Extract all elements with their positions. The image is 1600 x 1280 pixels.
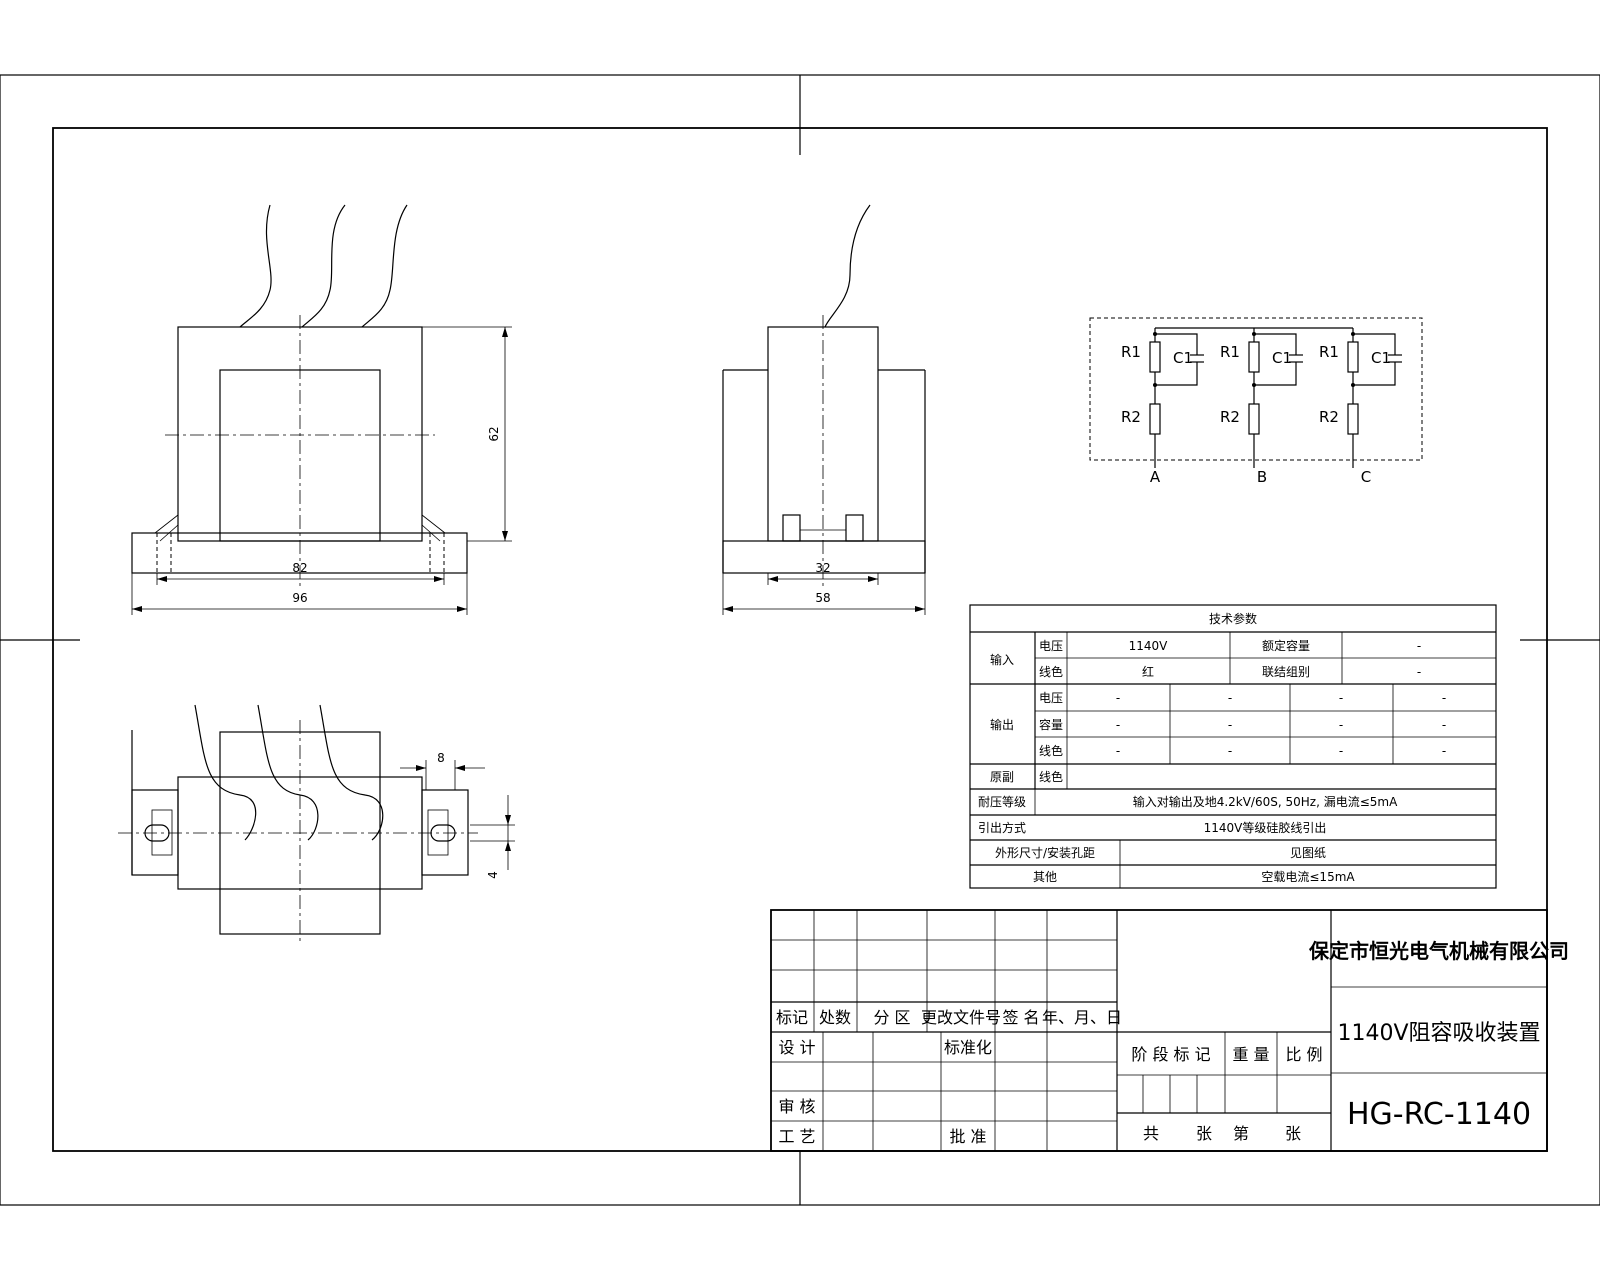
size-value: 见图纸 bbox=[1290, 846, 1326, 860]
label-scale: 比 例 bbox=[1285, 1045, 1322, 1064]
connection: - bbox=[1417, 665, 1421, 679]
label-sheet-unit1: 张 bbox=[1196, 1124, 1212, 1143]
tech-parameters-table: 技术参数 输入 电压 1140V 额定容量 - 线色 红 联结组别 - 输出 电… bbox=[969, 604, 1497, 889]
col-zone: 分 区 bbox=[873, 1008, 910, 1027]
front-view: 62 82 96 bbox=[131, 204, 512, 615]
title-block: 标记 处数 分 区 更改文件号 签 名 年、月、日 设 计 标准化 审 核 工 … bbox=[770, 909, 1569, 1152]
label-sheet-total: 共 bbox=[1143, 1124, 1159, 1143]
col-sign: 签 名 bbox=[1002, 1008, 1039, 1027]
label-size: 外形尺寸/安装孔距 bbox=[995, 845, 1095, 860]
label-lead: 引出方式 bbox=[978, 820, 1026, 835]
label-c1-b: C1 bbox=[1272, 349, 1292, 367]
label-r2-b: R2 bbox=[1220, 408, 1240, 426]
label-approve: 批 准 bbox=[949, 1127, 986, 1146]
label-primary: 原副 bbox=[990, 770, 1014, 784]
schematic-branch-a bbox=[1149, 327, 1353, 468]
out-capacity-4: - bbox=[1442, 718, 1446, 732]
rc-schematic: R1 R2 C1 R1 R2 C1 R1 R2 C1 A B C bbox=[1089, 317, 1423, 486]
label-r1-b: R1 bbox=[1220, 343, 1240, 361]
inner-frame bbox=[52, 127, 1548, 1152]
label-r2-c: R2 bbox=[1319, 408, 1339, 426]
out-wire-3: - bbox=[1339, 744, 1343, 758]
out-wire-1: - bbox=[1116, 744, 1120, 758]
label-sheet-unit2: 张 bbox=[1285, 1124, 1301, 1143]
col-count: 处数 bbox=[819, 1008, 851, 1027]
input-wire-color: 红 bbox=[1142, 664, 1154, 679]
label-sheet-no: 第 bbox=[1233, 1124, 1249, 1143]
label-primary-wire: 线色 bbox=[1039, 770, 1063, 784]
out-capacity-2: - bbox=[1228, 718, 1232, 732]
out-wire-2: - bbox=[1228, 744, 1232, 758]
out-voltage-4: - bbox=[1442, 691, 1446, 705]
schematic-branch-b bbox=[1248, 328, 1303, 468]
company-name: 保定市恒光电气机械有限公司 bbox=[1308, 939, 1569, 963]
drawing-code: HG-RC-1140 bbox=[1347, 1097, 1531, 1132]
label-r1-c: R1 bbox=[1319, 343, 1339, 361]
terminal-b: B bbox=[1257, 468, 1267, 486]
label-r2-a: R2 bbox=[1121, 408, 1141, 426]
col-mark: 标记 bbox=[776, 1008, 808, 1027]
product-name: 1140V阻容吸收装置 bbox=[1337, 1021, 1540, 1046]
input-voltage: 1140V bbox=[1129, 639, 1169, 653]
label-input: 输入 bbox=[990, 652, 1014, 667]
dim-82: 82 bbox=[292, 561, 307, 575]
label-review: 审 核 bbox=[778, 1097, 815, 1116]
other-value: 空载电流≤15mA bbox=[1261, 870, 1355, 884]
label-stage-mark: 阶 段 标 记 bbox=[1131, 1045, 1210, 1064]
side-view: 32 58 bbox=[722, 204, 926, 615]
top-view: 8 4 bbox=[118, 704, 515, 945]
label-design: 设 计 bbox=[778, 1038, 815, 1057]
label-r1-a: R1 bbox=[1121, 343, 1141, 361]
out-voltage-1: - bbox=[1116, 691, 1120, 705]
label-withstand: 耐压等级 bbox=[978, 795, 1026, 809]
dim-8: 8 bbox=[437, 751, 445, 765]
out-capacity-3: - bbox=[1339, 718, 1343, 732]
label-output-capacity: 容量 bbox=[1039, 717, 1063, 732]
tech-title: 技术参数 bbox=[1209, 611, 1257, 626]
label-process: 工 艺 bbox=[778, 1127, 815, 1146]
terminal-a: A bbox=[1150, 468, 1161, 486]
label-connection: 联结组别 bbox=[1262, 665, 1310, 679]
label-output: 输出 bbox=[990, 717, 1014, 732]
dim-58: 58 bbox=[815, 591, 830, 605]
label-other: 其他 bbox=[1033, 870, 1057, 884]
label-standard: 标准化 bbox=[944, 1038, 992, 1057]
label-rated-capacity: 额定容量 bbox=[1262, 638, 1310, 653]
out-voltage-2: - bbox=[1228, 691, 1232, 705]
col-doc: 更改文件号 bbox=[921, 1008, 1001, 1027]
terminal-c: C bbox=[1361, 468, 1371, 486]
dim-96: 96 bbox=[292, 591, 307, 605]
schematic-branch-c bbox=[1347, 328, 1402, 468]
label-output-wire: 线色 bbox=[1039, 744, 1063, 758]
label-weight: 重 量 bbox=[1232, 1045, 1269, 1064]
rated-capacity: - bbox=[1417, 639, 1421, 653]
dim-62: 62 bbox=[487, 426, 501, 441]
lead-value: 1140V等级硅胶线引出 bbox=[1204, 820, 1327, 835]
out-capacity-1: - bbox=[1116, 718, 1120, 732]
label-output-voltage: 电压 bbox=[1039, 691, 1063, 705]
label-c1-c: C1 bbox=[1371, 349, 1391, 367]
label-input-wire: 线色 bbox=[1039, 665, 1063, 679]
dim-4: 4 bbox=[486, 871, 500, 879]
col-date: 年、月、日 bbox=[1042, 1008, 1122, 1027]
withstand-value: 输入对输出及地4.2kV/60S, 50Hz, 漏电流≤5mA bbox=[1133, 794, 1398, 809]
label-input-voltage: 电压 bbox=[1039, 639, 1063, 653]
dim-32: 32 bbox=[815, 561, 830, 575]
out-voltage-3: - bbox=[1339, 691, 1343, 705]
label-c1-a: C1 bbox=[1173, 349, 1193, 367]
out-wire-4: - bbox=[1442, 744, 1446, 758]
